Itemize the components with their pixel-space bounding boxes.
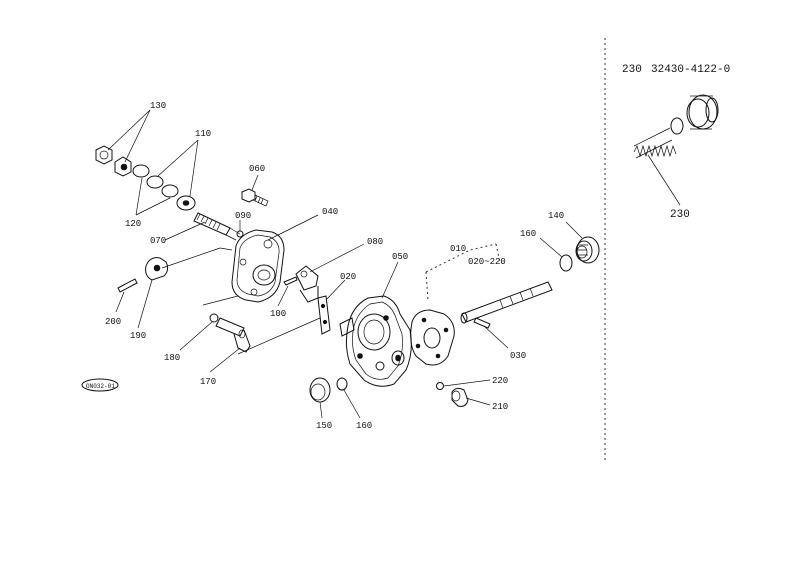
pin-030 bbox=[473, 317, 491, 329]
svg-text:ON032-01: ON032-01 bbox=[86, 383, 115, 390]
reference-stamp: ON032-01 bbox=[81, 378, 119, 392]
oring-180 bbox=[209, 313, 219, 323]
callout-160-upper: 160 bbox=[520, 229, 536, 239]
callout-110: 110 bbox=[195, 129, 211, 139]
callout-040: 040 bbox=[322, 207, 338, 217]
callout-020: 020 bbox=[340, 272, 356, 282]
inset-part-number: 32430-4122-0 bbox=[651, 64, 730, 76]
plug-150 bbox=[309, 377, 331, 403]
callout-230: 230 bbox=[670, 209, 690, 221]
plug-210 bbox=[451, 387, 469, 407]
nut-130b bbox=[114, 156, 132, 177]
inset-ref: 230 bbox=[622, 64, 642, 76]
callout-210: 210 bbox=[492, 402, 508, 412]
callout-130: 130 bbox=[150, 101, 166, 111]
shaft-170 bbox=[215, 317, 251, 353]
callout-090: 090 bbox=[235, 211, 251, 221]
pump-body-050 bbox=[339, 295, 412, 387]
washer-120a bbox=[132, 164, 150, 178]
callout-070: 070 bbox=[150, 236, 166, 246]
callout-170: 170 bbox=[200, 377, 216, 387]
washer-110a bbox=[146, 175, 164, 189]
inset-spring bbox=[633, 127, 677, 159]
callout-050: 050 bbox=[392, 252, 408, 262]
cover-plate-040 bbox=[231, 229, 285, 303]
callout-180: 180 bbox=[164, 353, 180, 363]
callout-190: 190 bbox=[130, 331, 146, 341]
callout-080: 080 bbox=[367, 237, 383, 247]
plug-140 bbox=[575, 236, 600, 264]
link-080 bbox=[295, 265, 319, 303]
lever-190 bbox=[145, 257, 169, 281]
callout-020-220: 020~220 bbox=[468, 257, 506, 267]
callout-100: 100 bbox=[270, 309, 286, 319]
callout-060: 060 bbox=[249, 164, 265, 174]
callout-200: 200 bbox=[105, 317, 121, 327]
oring-160-lower bbox=[336, 377, 348, 391]
callout-120: 120 bbox=[125, 219, 141, 229]
callout-160-lower: 160 bbox=[356, 421, 372, 431]
callout-150: 150 bbox=[316, 421, 332, 431]
callout-030: 030 bbox=[510, 351, 526, 361]
oring-160-upper bbox=[559, 254, 573, 272]
shim-020 bbox=[317, 295, 331, 335]
callout-010: 010 bbox=[450, 244, 466, 254]
nut-130a bbox=[95, 145, 113, 165]
callout-140: 140 bbox=[548, 211, 564, 221]
washer-120b bbox=[161, 184, 179, 198]
callout-220: 220 bbox=[492, 376, 508, 386]
oring-220 bbox=[436, 382, 444, 390]
pin-100 bbox=[283, 276, 298, 286]
stud-070 bbox=[193, 212, 241, 241]
flange-010 bbox=[410, 309, 455, 366]
bolt-060 bbox=[241, 188, 269, 207]
washer-110b bbox=[176, 195, 196, 211]
pin-200 bbox=[117, 278, 138, 293]
inset-plug-assembly bbox=[633, 94, 719, 206]
drive-shaft bbox=[460, 281, 553, 324]
